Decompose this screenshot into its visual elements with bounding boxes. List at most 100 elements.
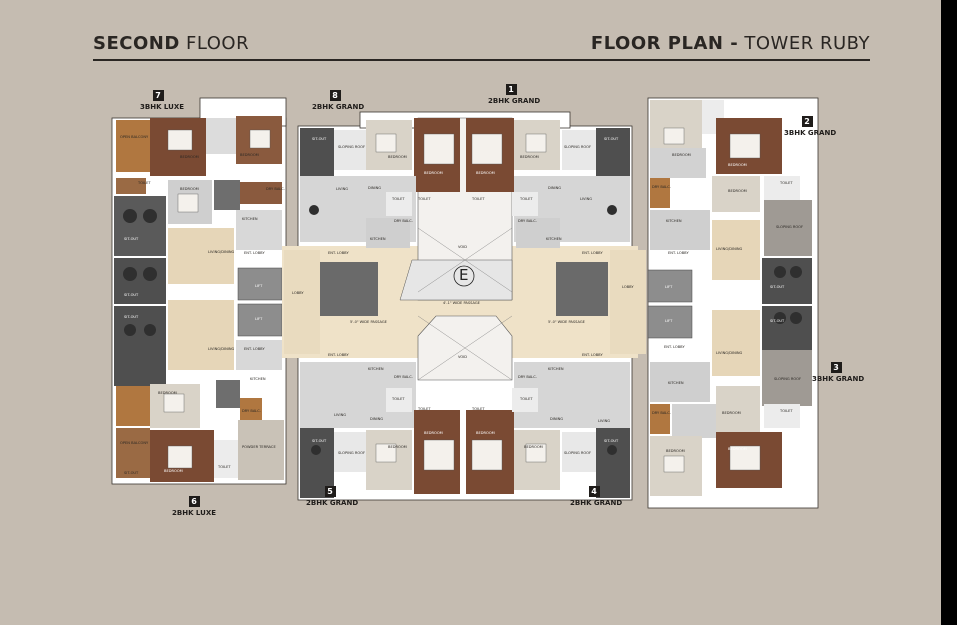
room-label-toilet: TOILET xyxy=(418,197,431,201)
room-label-toilet: TOILET xyxy=(138,181,151,185)
room-label-sloping-roof: SLOPING ROOF xyxy=(774,377,802,381)
room-label-kitchen: KITCHEN xyxy=(668,381,684,385)
room-label-sit-out: SIT-OUT xyxy=(604,439,619,443)
room-label-living-dining: LIVING/DINING xyxy=(208,347,235,351)
room-label-sloping-roof: SLOPING ROOF xyxy=(338,451,366,455)
room-label-living-dining: LIVING/DINING xyxy=(208,250,235,254)
room-label-toilet: TOILET xyxy=(218,465,231,469)
room-label-kitchen: KITCHEN xyxy=(546,237,562,241)
core-symbol: E xyxy=(459,266,469,284)
room-label-bedroom: BEDROOM xyxy=(476,431,495,435)
room-label-bedroom: BEDROOM xyxy=(666,449,685,453)
room-label-sloping-roof: SLOPING ROOF xyxy=(564,145,592,149)
room-label-ent-lobby: ENT. LOBBY xyxy=(328,353,349,357)
room-label-dining: DINING xyxy=(370,417,384,421)
room-label-sit-out: SIT-OUT xyxy=(312,439,327,443)
room-label-sit-out: SIT-OUT xyxy=(124,237,139,241)
room-label-bedroom: BEDROOM xyxy=(180,155,199,159)
lift-label-1: LIFT xyxy=(255,284,263,288)
room-label-toilet: TOILET xyxy=(520,397,533,401)
room-label-bedroom: BEDROOM xyxy=(158,391,177,395)
lift-label-2: LIFT xyxy=(255,317,263,321)
room-label-living: LIVING xyxy=(580,197,593,201)
room-label-dry-balcony: DRY BALC. xyxy=(652,411,671,415)
room-label-powder-terrace: POWDER TERRACE xyxy=(242,445,276,449)
room-label-bedroom: BEDROOM xyxy=(388,155,407,159)
room-label-kitchen: KITCHEN xyxy=(548,367,564,371)
room-label-dry-balcony: DRY BALC. xyxy=(266,187,285,191)
room-label-open-balcony: OPEN BALCONY xyxy=(120,441,149,445)
room-label-living-dining: LIVING/DINING xyxy=(716,247,743,251)
room-label-bedroom: BEDROOM xyxy=(672,153,691,157)
room-label-toilet: TOILET xyxy=(780,409,793,413)
floor-plan-drawing xyxy=(111,97,819,509)
void-label-bottom: VOID xyxy=(458,355,468,359)
passage-right-label: 5'-0" WIDE PASSAGE xyxy=(548,320,585,324)
room-label-sloping-roof: SLOPING ROOF xyxy=(776,225,804,229)
room-label-dining: DINING xyxy=(368,186,382,190)
room-label-sit-out: SIT-OUT xyxy=(124,315,139,319)
room-label-sit-out: SIT-OUT xyxy=(604,137,619,141)
lift-label-3: LIFT xyxy=(665,285,673,289)
lobby-left-label: LOBBY xyxy=(292,291,304,295)
room-label-dry-balcony: DRY BALC. xyxy=(394,219,413,223)
room-label-bedroom: BEDROOM xyxy=(722,411,741,415)
room-label-kitchen: KITCHEN xyxy=(370,237,386,241)
room-label-bedroom: BEDROOM xyxy=(728,189,747,193)
room-label-ent-lobby: ENT. LOBBY xyxy=(582,251,603,255)
room-label-sit-out: SIT-OUT xyxy=(312,137,327,141)
room-label-sloping-roof: SLOPING ROOF xyxy=(338,145,366,149)
plan-title: FLOOR PLAN - TOWER RUBY xyxy=(590,33,870,54)
room-label-living: LIVING xyxy=(334,413,347,417)
lift-label-4: LIFT xyxy=(665,319,673,323)
room-label-dining: DINING xyxy=(550,417,564,421)
room-label-kitchen: KITCHEN xyxy=(666,219,682,223)
unit-8-rooms xyxy=(300,118,460,248)
unit-2-rooms xyxy=(650,100,812,304)
furniture-marks xyxy=(123,205,802,455)
room-label-toilet: TOILET xyxy=(520,197,533,201)
room-label-dry-balcony: DRY BALC. xyxy=(518,375,537,379)
room-label-toilet: TOILET xyxy=(418,407,431,411)
room-label-kitchen: KITCHEN xyxy=(368,367,384,371)
passage-left-label: 5'-0" WIDE PASSAGE xyxy=(350,320,387,324)
room-label-sit-out: SIT-OUT xyxy=(124,293,139,297)
header-rule xyxy=(93,59,870,61)
room-label-dry-balcony: DRY BALC. xyxy=(394,375,413,379)
room-label-bedroom: BEDROOM xyxy=(388,445,407,449)
room-label-living: LIVING xyxy=(336,187,349,191)
room-label-ent-lobby: ENT. LOBBY xyxy=(664,345,685,349)
left-lifts xyxy=(237,267,283,337)
room-label-bedroom: BEDROOM xyxy=(424,431,443,435)
room-label-bedroom: BEDROOM xyxy=(520,155,539,159)
room-label-ent-lobby: ENT. LOBBY xyxy=(582,353,603,357)
floor-title: SECOND FLOOR xyxy=(93,33,250,54)
room-label-sit-out: SIT-OUT xyxy=(770,319,785,323)
room-label-ent-lobby: ENT. LOBBY xyxy=(668,251,689,255)
void-label-top: VOID xyxy=(458,245,468,249)
room-label-toilet: TOILET xyxy=(392,397,405,401)
room-label-toilet: TOILET xyxy=(392,197,405,201)
unit-7-rooms xyxy=(114,116,282,304)
room-label-bedroom: BEDROOM xyxy=(524,445,543,449)
room-label-bedroom: BEDROOM xyxy=(728,163,747,167)
lobby-right-label: LOBBY xyxy=(622,285,634,289)
room-label-toilet: TOILET xyxy=(472,407,485,411)
room-label-ent-lobby: ENT. LOBBY xyxy=(328,251,349,255)
room-label-dry-balcony: DRY BALC. xyxy=(518,219,537,223)
room-label-living-dining: LIVING/DINING xyxy=(716,351,743,355)
room-label-toilet: TOILET xyxy=(472,197,485,201)
room-label-open-balcony: OPEN BALCONY xyxy=(120,135,149,139)
room-label-dining: DINING xyxy=(548,186,562,190)
room-label-bedroom: BEDROOM xyxy=(164,469,183,473)
room-label-bedroom: BEDROOM xyxy=(476,171,495,175)
room-label-toilet: TOILET xyxy=(780,181,793,185)
